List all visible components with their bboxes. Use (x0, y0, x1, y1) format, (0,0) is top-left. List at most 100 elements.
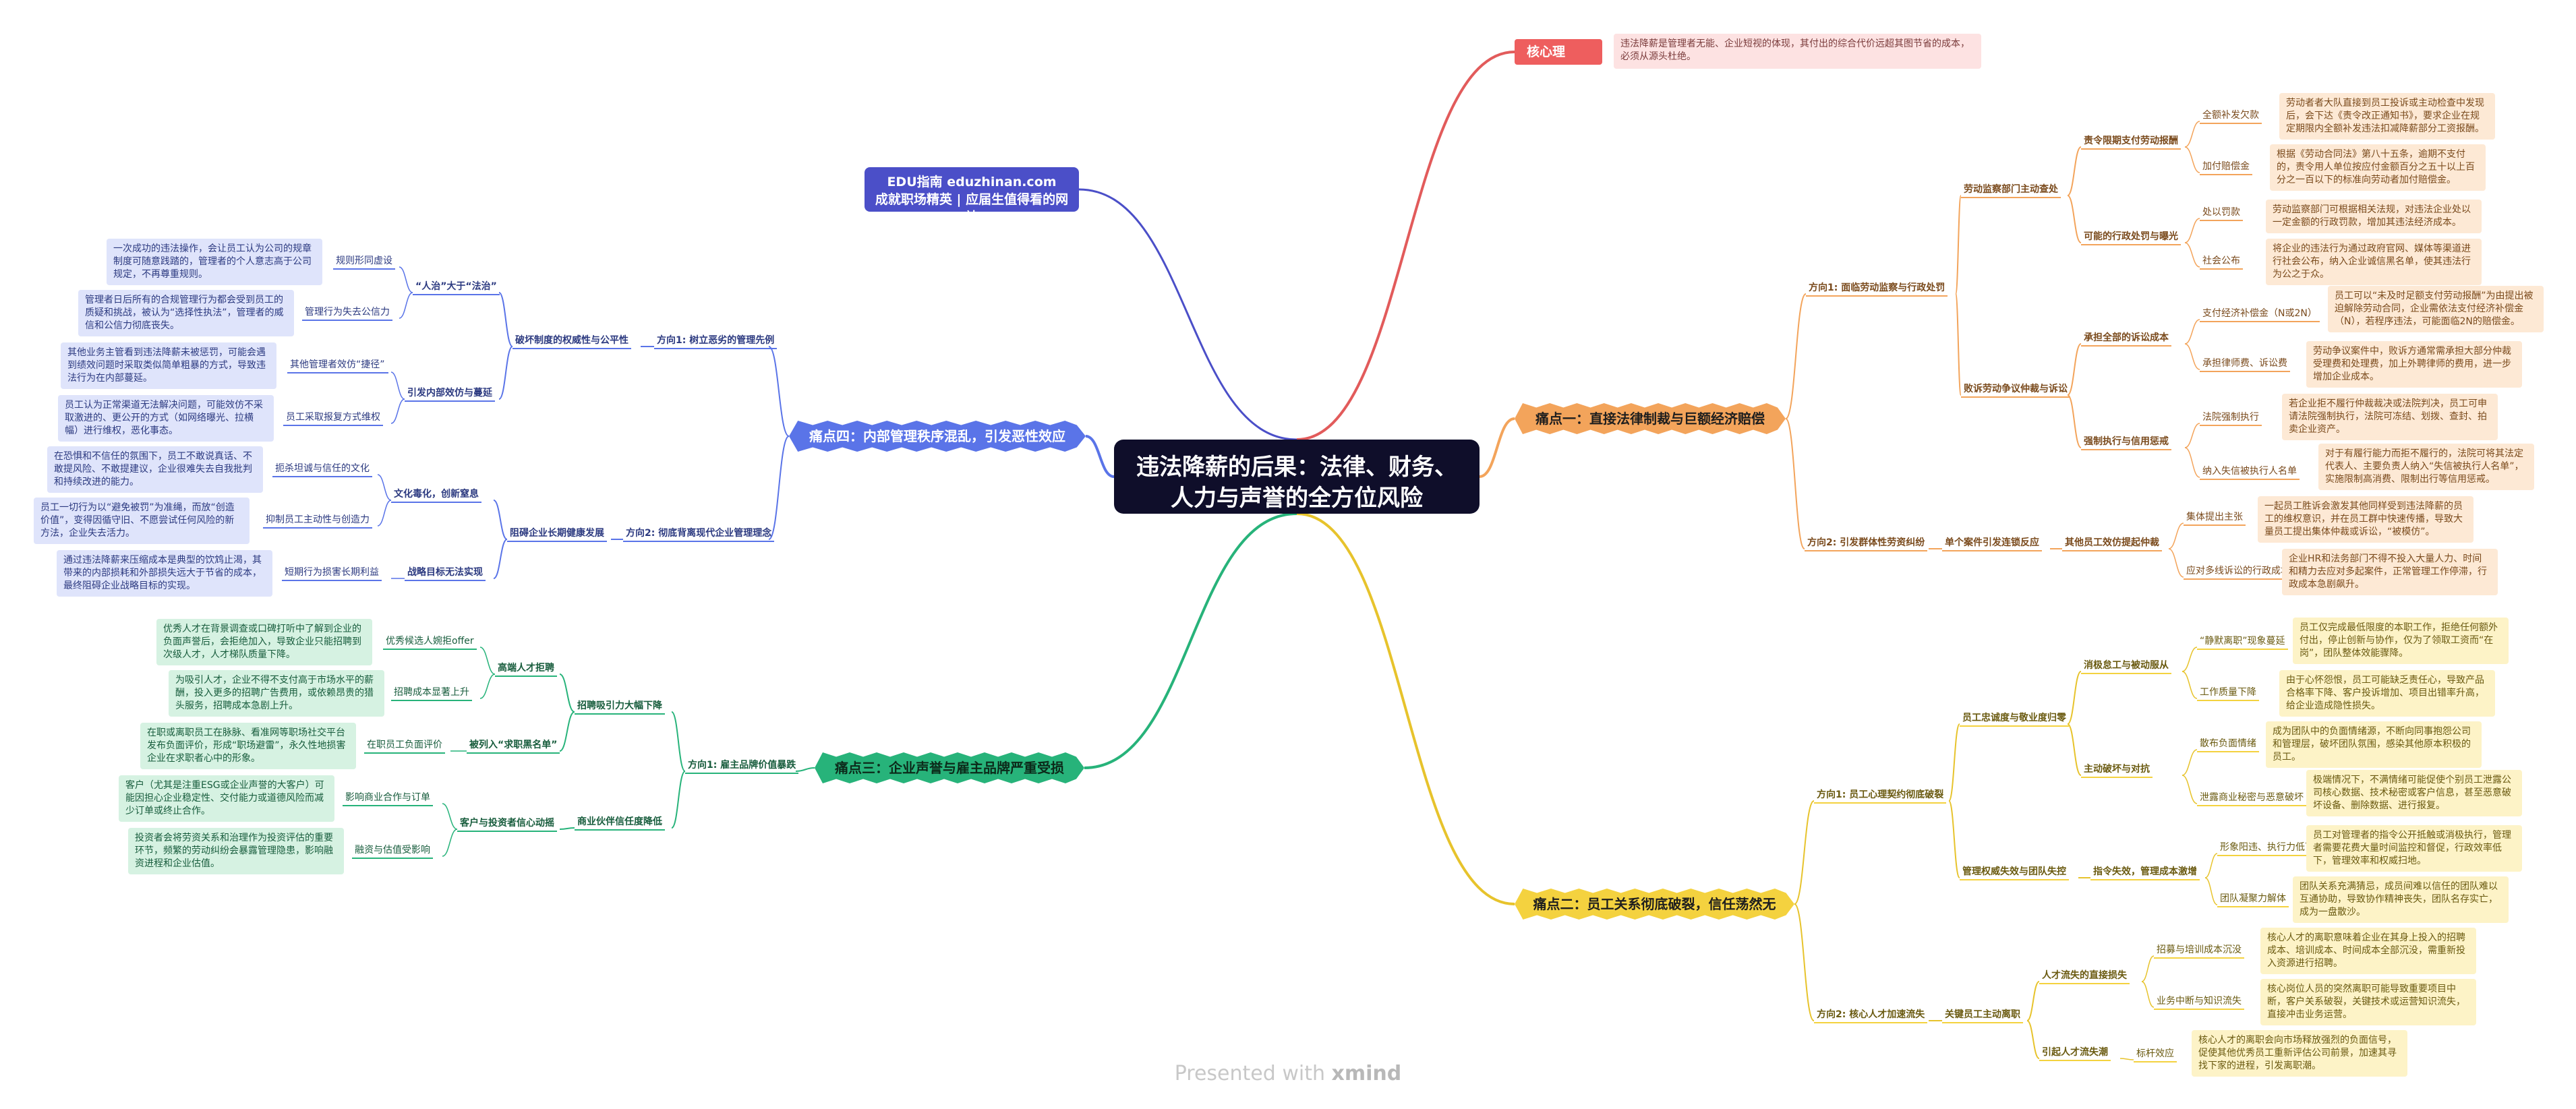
pain4-leaf-label[interactable]: 规则形同虚设 (333, 253, 395, 270)
pain1-leaf-label[interactable]: 支付经济补偿金（N或2N） (2200, 306, 2320, 322)
pain1-leaf-text[interactable]: 一起员工胜诉会激发其他同样受到违法降薪的员工的维权意识，并在员工群中快速传播，导… (2258, 496, 2473, 543)
pain2-leaf-text[interactable]: 核心人才的离职会向市场释放强烈的负面信号，促使其他优秀员工重新评估公司前景，加速… (2192, 1030, 2407, 1077)
pain1-s-admin[interactable]: 可能的行政处罚与曝光 (2081, 229, 2181, 245)
pain1-leaf-label[interactable]: 应对多线诉讼的行政成本 (2184, 564, 2293, 580)
pain2-leaf-text[interactable]: 核心岗位人员的突然离职可能导致重要项目中断，客户关系破裂，关键技术或运营知识流失… (2260, 979, 2476, 1025)
pain4-leaf-text[interactable]: 其他业务主管看到违法降薪未被惩罚，可能会遇到绩效问题时采取类似简单粗暴的方式，导… (61, 342, 276, 389)
pain4-leaf-label[interactable]: 其他管理者效仿“捷径” (287, 357, 388, 373)
pain1-leaf-text[interactable]: 若企业拒不履行仲裁裁决或法院判决，员工可申请法院强制执行，法院可冻结、划拨、查封… (2282, 394, 2498, 440)
pain1-leaf-text[interactable]: 将企业的违法行为通过政府官网、媒体等渠道进行社会公布，纳入企业诚信黑名单，使其违… (2266, 239, 2482, 285)
pain4-leaf-text[interactable]: 员工一切行为以“避免被罚”为准绳，而放“创造价值”，变得因循守旧、不愿尝试任何风… (34, 498, 250, 544)
pain2-leaf-text[interactable]: 员工对管理者的指令公开抵触或消极执行，管理者需要花费大量时间监控和督促，行政效率… (2306, 825, 2522, 872)
pain3-sub-partner[interactable]: 商业伙伴信任度降低 (575, 814, 665, 831)
pain3-leaf-label[interactable]: 融资与估值受影响 (352, 843, 433, 859)
promo-box[interactable]: EDU指南 eduzhinan.com 成就职场精英 | 应届生值得看的网站 (865, 167, 1079, 224)
pain2-leaf-text[interactable]: 核心人才的离职意味着企业在其身上投入的招聘成本、培训成本、时间成本全部沉没，需重… (2260, 928, 2476, 974)
pain2-key-staff[interactable]: 关键员工主动离职 (1942, 1007, 2023, 1023)
pain1-dir2[interactable]: 方向2: 引发群体性劳资纠纷 (1805, 535, 1928, 551)
pain2-leaf-label[interactable]: 团队凝聚力解体 (2217, 891, 2289, 907)
pain2-leaf-label[interactable]: 业务中断与知识流失 (2154, 994, 2244, 1010)
pain3-leaf-label[interactable]: 影响商业合作与订单 (343, 790, 433, 806)
pain1-s-costs[interactable]: 承担全部的诉讼成本 (2081, 330, 2171, 347)
pain1-leaf-label[interactable]: 全额补发欠款 (2200, 108, 2262, 124)
pain4-s-strategy[interactable]: 战略目标无法实现 (405, 565, 486, 581)
pain3-s-talent[interactable]: 高端人才拒聘 (495, 661, 557, 677)
pain3-s-blacklist[interactable]: 被列入“求职黑名单” (467, 738, 560, 754)
pain2-leaf-text[interactable]: 团队关系充满猜忌，成员间难以信任的团队难以互通协助，导致协作精神丧失，团队名存实… (2293, 876, 2509, 923)
pain4-leaf-label[interactable]: 员工采取报复方式维权 (283, 410, 383, 426)
pain4-sub-rules[interactable]: 破坏制度的权威性与公平性 (513, 333, 631, 349)
pain4-leaf-label[interactable]: 抑制员工主动性与创造力 (263, 512, 372, 529)
pain1-chain[interactable]: 单个案件引发连锁反应 (1942, 535, 2042, 551)
pain2-topic[interactable]: 痛点二：员工关系彻底破裂，信任荡然无存 (1515, 889, 1794, 920)
pain4-s-culture[interactable]: 文化毒化，创新窒息 (391, 487, 481, 503)
pain1-s-pay[interactable]: 责令限期支付劳动报酬 (2081, 133, 2181, 150)
pain2-leaf-text[interactable]: 成为团队中的负面情绪源，不断向同事抱怨公司和管理层，破坏团队氛围，感染其他原本积… (2266, 721, 2482, 768)
pain1-leaf-text[interactable]: 劳动者者大队直接到员工投诉或主动检查中发现后，会下达《责令改正通知书》，要求企业… (2279, 93, 2495, 140)
central-topic[interactable]: 违法降薪的后果：法律、财务、人力与声誉的全方位风险 (1114, 440, 1480, 514)
pain2-s-wave[interactable]: 引起人才流失潮 (2039, 1045, 2111, 1061)
pain1-leaf-label[interactable]: 处以罚款 (2200, 205, 2243, 221)
pain1-leaf-text[interactable]: 对于有履行能力而拒不履行的，法院可将其法定代表人、主要负责人纳入“失信被执行人名… (2318, 444, 2534, 490)
pain2-leaf-label[interactable]: 形象阳违、执行力低下 (2217, 840, 2317, 856)
pain3-topic[interactable]: 痛点三：企业声誉与雇主品牌严重受损 (815, 752, 1084, 783)
pain2-sub-authority[interactable]: 管理权威失效与团队失控 (1960, 864, 2069, 880)
pain2-leaf-label[interactable]: 标杆效应 (2134, 1046, 2177, 1062)
pain3-leaf-label[interactable]: 优秀候选人婉拒offer (383, 634, 477, 650)
core-idea-text[interactable]: 违法降薪是管理者无能、企业短视的体现，其付出的综合代价远超其图节省的成本，必须从… (1614, 34, 1981, 69)
pain4-sub-longterm[interactable]: 阻碍企业长期健康发展 (507, 526, 607, 542)
pain2-dir2[interactable]: 方向2: 核心人才加速流失 (1814, 1007, 1928, 1023)
pain4-s-spread[interactable]: 引发内部效仿与蔓延 (405, 386, 495, 402)
pain3-dir[interactable]: 方向1: 雇主品牌价值暴跌 (685, 758, 799, 774)
pain1-sub-lawsuit[interactable]: 败诉劳动争议仲裁与诉讼 (1961, 382, 2070, 398)
pain3-leaf-label[interactable]: 在职员工负面评价 (364, 738, 445, 754)
pain4-leaf-text[interactable]: 在恐惧和不信任的氛围下，员工不敢说真话、不敢提风险、不敢提建议，企业很难失去自我… (47, 446, 263, 493)
pain2-leaf-text[interactable]: 由于心怀怨恨，员工可能缺乏责任心，导致产品合格率下降、客户投诉增加、项目出错率升… (2279, 670, 2495, 717)
pain1-leaf-label[interactable]: 加付赔偿金 (2200, 159, 2252, 175)
pain1-imitate[interactable]: 其他员工效仿提起仲裁 (2062, 535, 2162, 551)
pain4-leaf-text[interactable]: 通过违法降薪来压缩成本是典型的饮鸩止渴，其带来的内部损耗和外部损失远大于节省的成… (57, 550, 272, 597)
core-idea-label[interactable]: 核心理念： (1515, 39, 1602, 80)
pain2-leaf-text[interactable]: 极端情况下，不满情绪可能促使个别员工泄露公司核心数据、技术秘密或客户信息，甚至恶… (2306, 770, 2522, 816)
pain2-s-passive[interactable]: 消极怠工与被动服从 (2081, 658, 2171, 674)
pain2-leaf-label[interactable]: “静默离职”现象蔓延 (2197, 634, 2288, 650)
pain2-sub-loyalty[interactable]: 员工忠诚度与敬业度归零 (1960, 711, 2069, 727)
pain1-leaf-label[interactable]: 集体提出主张 (2184, 510, 2246, 526)
pain1-leaf-text[interactable]: 劳动争议案件中，败诉方通常需承担大部分仲裁受理费和处理费，加上外聘律师的费用，进… (2306, 341, 2522, 388)
pain1-leaf-text[interactable]: 劳动监察部门可根据相关法规，对违法企业处以一定金额的行政罚款，增加其违法经济成本… (2266, 200, 2482, 233)
pain4-leaf-label[interactable]: 管理行为失去公信力 (302, 305, 392, 321)
pain1-leaf-label[interactable]: 纳入失信被执行人名单 (2200, 464, 2300, 480)
pain1-leaf-text[interactable]: 企业HR和法务部门不得不投入大量人力、时间和精力去应对多起案件，正常管理工作停滞… (2282, 549, 2498, 595)
pain3-leaf-text[interactable]: 在职或离职员工在脉脉、看准网等职场社交平台发布负面评价，形成“职场避雷”，永久性… (140, 723, 356, 769)
pain4-dir2[interactable]: 方向2: 彻底背离现代企业管理理念 (623, 526, 775, 542)
pain4-s-rule-of-man[interactable]: “人治”大于“法治” (413, 279, 500, 295)
pain3-leaf-label[interactable]: 招聘成本显著上升 (391, 685, 472, 701)
pain1-leaf-label[interactable]: 社会公布 (2200, 253, 2243, 270)
pain2-leaf-label[interactable]: 散布负面情绪 (2197, 736, 2259, 752)
pain1-leaf-label[interactable]: 承担律师费、诉讼费 (2200, 356, 2290, 372)
pain4-leaf-text[interactable]: 管理者日后所有的合规管理行为都会受到员工的质疑和挑战，被认为“选择性执法”，管理… (78, 290, 294, 336)
pain2-leaf-label[interactable]: 工作质量下降 (2197, 685, 2259, 701)
pain4-dir1[interactable]: 方向1: 树立恶劣的管理先例 (654, 333, 778, 349)
pain1-s-enforce[interactable]: 强制执行与信用惩戒 (2081, 434, 2171, 450)
pain3-leaf-text[interactable]: 为吸引人才，企业不得不支付高于市场水平的薪酬，投入更多的招聘广告费用，或依赖昂贵… (169, 670, 384, 717)
pain3-s-confidence[interactable]: 客户与投资者信心动摇 (457, 816, 557, 832)
pain2-s-sabotage[interactable]: 主动破坏与对抗 (2081, 762, 2153, 778)
pain2-s-direct-loss[interactable]: 人才流失的直接损失 (2039, 968, 2130, 984)
pain1-leaf-text[interactable]: 员工可以“未及时足额支付劳动报酬”为由提出被迫解除劳动合同，企业需依法支付经济补… (2328, 286, 2544, 332)
pain4-leaf-label[interactable]: 扼杀坦诚与信任的文化 (272, 461, 372, 477)
pain2-leaf-label[interactable]: 泄露商业秘密与恶意破坏 (2197, 790, 2306, 806)
pain4-leaf-label[interactable]: 短期行为损害长期利益 (282, 565, 382, 581)
pain1-sub-inspection[interactable]: 劳动监察部门主动查处 (1961, 182, 2061, 198)
pain3-leaf-text[interactable]: 优秀人才在背景调查或口碑打听中了解到企业的负面声誉后，会拒绝加入，导致企业只能招… (156, 619, 372, 665)
pain3-leaf-text[interactable]: 投资者会将劳资关系和治理作为投资评估的重要环节，频繁的劳动纠纷会暴露管理隐患，影… (128, 828, 344, 874)
pain1-topic[interactable]: 痛点一：直接法律制裁与巨额经济赔偿 (1515, 403, 1786, 434)
pain2-leaf-label[interactable]: 招募与培训成本沉没 (2154, 942, 2244, 959)
pain3-leaf-text[interactable]: 客户（尤其是注重ESG或企业声誉的大客户）可能因担心企业稳定性、交付能力或道德风… (119, 775, 334, 822)
pain2-s-orders[interactable]: 指令失效，管理成本激增 (2090, 864, 2200, 880)
pain4-leaf-text[interactable]: 一次成功的违法操作，会让员工认为公司的规章制度可随意践踏的，管理者的个人意志高于… (107, 239, 322, 285)
pain4-leaf-text[interactable]: 员工认为正常渠道无法解决问题，可能效仿不采取激进的、更公开的方式（如网络曝光、拉… (58, 395, 274, 442)
pain1-leaf-text[interactable]: 根据《劳动合同法》第八十五条，逾期不支付的，责令用人单位按应付金额百分之五十以上… (2270, 144, 2486, 191)
pain3-sub-recruit[interactable]: 招聘吸引力大幅下降 (575, 698, 665, 715)
pain2-dir1[interactable]: 方向1: 员工心理契约彻底破裂 (1814, 787, 1947, 804)
